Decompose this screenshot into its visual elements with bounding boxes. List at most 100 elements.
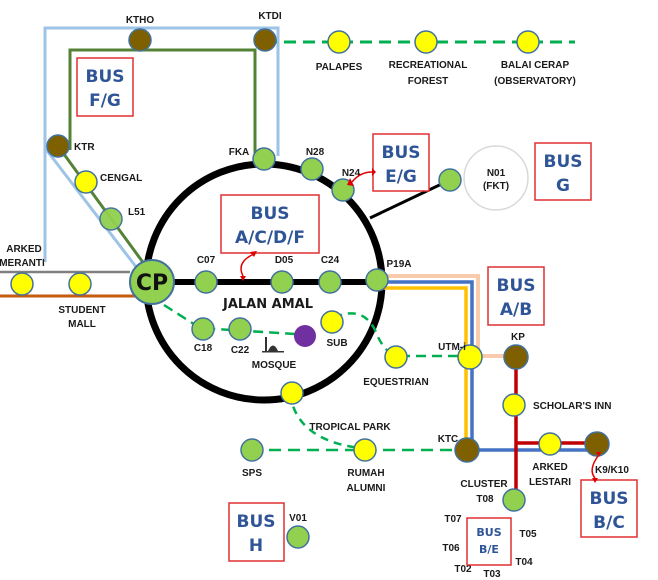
- route-line-dashed-tropical: [288, 392, 361, 450]
- label-t08: T08: [476, 494, 494, 505]
- label-c18: C18: [194, 343, 213, 354]
- stop-ktc[interactable]: [454, 437, 480, 463]
- bus-fg-line2: F/G: [89, 91, 121, 111]
- bus-ab-line1: BUS: [496, 276, 535, 296]
- stop-equestrian[interactable]: [384, 345, 408, 369]
- bus-h-line1: BUS: [236, 512, 275, 532]
- bus-g-line2: G: [556, 176, 570, 196]
- label-fka: FKA: [229, 147, 250, 158]
- stop-recreational-forest[interactable]: [414, 30, 438, 54]
- route-line-dashed-inner: [163, 303, 311, 337]
- stop-scholars-inn[interactable]: [502, 393, 526, 417]
- stop-fka[interactable]: [252, 147, 276, 171]
- label-ktc: KTC: [438, 434, 459, 445]
- bus-box-h[interactable]: [228, 502, 285, 562]
- bus-box-g[interactable]: [534, 142, 592, 201]
- label-equestrian: EQUESTRIAN: [363, 377, 429, 388]
- stop-sps[interactable]: [240, 438, 264, 462]
- stop-palapes[interactable]: [327, 30, 351, 54]
- arrowhead: [240, 276, 246, 281]
- label-n28: N28: [306, 147, 325, 158]
- stop-v01[interactable]: [286, 525, 310, 549]
- label-cluster: CLUSTER: [460, 479, 508, 490]
- stop-arked-lestari[interactable]: [538, 432, 562, 456]
- label-cengal: CENGAL: [100, 173, 142, 184]
- label-c07: C07: [197, 255, 216, 266]
- bus-box-ab[interactable]: [487, 266, 545, 326]
- stop-ktdi[interactable]: [253, 28, 277, 52]
- stop-k9k10[interactable]: [584, 431, 610, 457]
- label-c22: C22: [231, 345, 250, 356]
- connector-arrow-eg: [351, 171, 373, 183]
- bus-eg-line1: BUS: [381, 143, 420, 163]
- stop-utmi[interactable]: [457, 344, 483, 370]
- stop-c22[interactable]: [228, 317, 252, 341]
- label-palapes: PALAPES: [316, 62, 363, 73]
- label-jalan-amal: JALAN AMAL: [222, 297, 313, 312]
- connector-arrow-bc: [591, 455, 599, 479]
- bus-box-acdf[interactable]: [220, 194, 320, 254]
- stop-t08[interactable]: [502, 488, 526, 512]
- stop-ring-south[interactable]: [280, 381, 304, 405]
- bus-acdf-line2: A/C/D/F: [235, 228, 305, 248]
- stop-ktr[interactable]: [46, 134, 70, 158]
- label-v01: V01: [289, 513, 307, 524]
- stop-cengal[interactable]: [74, 170, 98, 194]
- bus-be-line1: BUS: [476, 526, 501, 539]
- bus-eg-line2: E/G: [385, 167, 417, 187]
- stop-c24[interactable]: [318, 270, 342, 294]
- stop-l51[interactable]: [99, 207, 123, 231]
- label-kp: KP: [511, 332, 525, 343]
- stop-balai-cerap[interactable]: [516, 30, 540, 54]
- label-t04: T04: [515, 557, 533, 568]
- label-student: STUDENT: [58, 305, 105, 316]
- bus-ab-line2: A/B: [500, 300, 532, 320]
- label-t02: T02: [454, 564, 472, 575]
- label-k9k10: K9/K10: [595, 465, 629, 476]
- label-observatory: (OBSERVATORY): [494, 76, 576, 87]
- label-alumni: ALUMNI: [347, 483, 386, 494]
- mosque-icon: [262, 337, 284, 353]
- stop-c18[interactable]: [191, 317, 215, 341]
- route-line-fkt-spur: [369, 178, 451, 220]
- stop-cp[interactable]: [129, 259, 175, 305]
- label-forest: FOREST: [408, 76, 449, 87]
- route-line-peach: [380, 274, 514, 358]
- label-arked-lestari-1: ARKED: [532, 462, 568, 473]
- route-line-light-blue: [43, 26, 280, 262]
- bus-box-eg[interactable]: [372, 133, 430, 192]
- label-p19a: P19A: [386, 259, 411, 270]
- stop-n01-fkt[interactable]: [463, 145, 529, 211]
- route-line-green: [68, 48, 257, 156]
- label-recreational: RECREATIONAL: [389, 60, 468, 71]
- stop-rumah-alumni[interactable]: [353, 438, 377, 462]
- bus-box-fg[interactable]: [76, 57, 134, 117]
- label-sub: SUB: [326, 338, 347, 349]
- stop-kp[interactable]: [503, 344, 529, 370]
- stop-c07[interactable]: [194, 270, 218, 294]
- arrowhead: [592, 478, 598, 483]
- stop-n01-connector[interactable]: [438, 168, 462, 192]
- stop-p19a[interactable]: [365, 268, 389, 292]
- bus-acdf-line1: BUS: [250, 204, 289, 224]
- label-balai-cerap: BALAI CERAP: [501, 60, 570, 71]
- stop-ktho[interactable]: [128, 28, 152, 52]
- stop-student-mall[interactable]: [68, 272, 92, 296]
- label-t06: T06: [442, 543, 460, 554]
- stop-sub-purple[interactable]: [294, 325, 316, 347]
- label-t07: T07: [444, 514, 462, 525]
- stop-n28[interactable]: [300, 157, 324, 181]
- stop-sub[interactable]: [320, 310, 344, 334]
- bus-box-bc[interactable]: [580, 479, 638, 538]
- stop-arked-meranti[interactable]: [10, 272, 34, 296]
- label-tropical-park: TROPICAL PARK: [309, 422, 391, 433]
- bus-box-be[interactable]: [466, 517, 512, 566]
- label-utmi: UTM-i: [438, 342, 466, 353]
- label-ktr: KTR: [74, 142, 95, 153]
- label-t05: T05: [519, 529, 537, 540]
- label-arked-lestari-2: LESTARI: [529, 477, 571, 488]
- stop-d05[interactable]: [270, 270, 294, 294]
- bus-h-line2: H: [249, 536, 263, 556]
- label-n01: N01: [487, 168, 506, 179]
- bus-bc-line2: B/C: [593, 513, 625, 533]
